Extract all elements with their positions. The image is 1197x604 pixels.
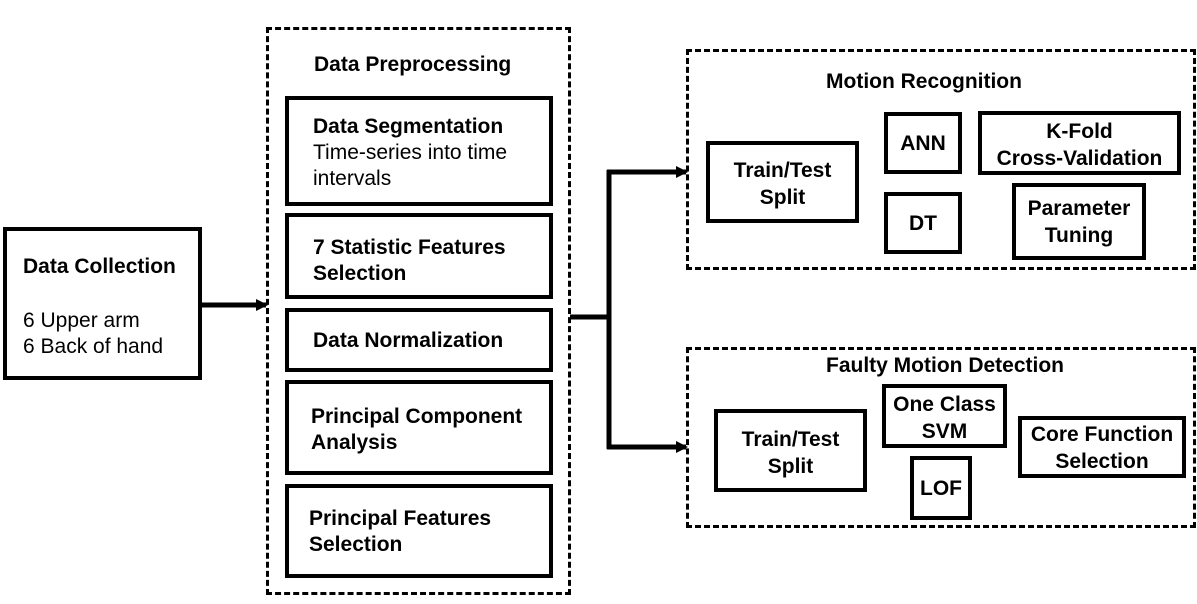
data-preprocessing-title: Data Preprocessing <box>314 53 512 76</box>
lof-label: LOF <box>920 477 962 500</box>
mr-train-test-line2: Split <box>759 186 806 209</box>
data-segmentation-box: Data Segmentation Time-series into time … <box>285 96 553 206</box>
data-normalization-label: Data Normalization <box>313 329 504 352</box>
principal-features-line1: Principal Features <box>309 507 492 530</box>
fd-train-test-line1: Train/Test <box>741 428 840 451</box>
fd-train-test-line2: Split <box>767 455 814 478</box>
data-normalization-box: Data Normalization <box>285 308 553 372</box>
core-function-selection-box: Core Function Selection <box>1018 416 1186 478</box>
ann-box: ANN <box>884 112 962 174</box>
data-collection-box: Data Collection 6 Upper arm 6 Back of ha… <box>3 227 202 380</box>
data-collection-line1: 6 Upper arm <box>23 309 140 332</box>
mr-train-test-split-box: Train/Test Split <box>706 141 859 223</box>
one-class-svm-box: One Class SVM <box>882 384 1007 448</box>
pca-box: Principal Component Analysis <box>285 380 553 475</box>
faulty-motion-detection-title: Faulty Motion Detection <box>826 354 1064 377</box>
data-segmentation-desc-line1: Time-series into time <box>313 141 508 164</box>
pca-line1: Principal Component <box>311 405 523 428</box>
principal-features-box: Principal Features Selection <box>285 484 553 578</box>
core-function-line2: Selection <box>1055 450 1149 473</box>
dt-box: DT <box>884 192 962 254</box>
kfold-box: K-Fold Cross-Validation <box>978 111 1181 175</box>
data-collection-line2: 6 Back of hand <box>23 335 164 358</box>
kfold-line1: K-Fold <box>1046 120 1113 143</box>
lof-box: LOF <box>910 456 972 520</box>
one-class-svm-line2: SVM <box>921 420 968 443</box>
principal-features-line2: Selection <box>309 533 403 556</box>
fd-train-test-split-box: Train/Test Split <box>714 409 867 492</box>
statistic-features-box: 7 Statistic Features Selection <box>285 213 553 299</box>
motion-recognition-group <box>686 49 1196 270</box>
parameter-tuning-line1: Parameter <box>1027 197 1131 220</box>
data-collection-title: Data Collection <box>23 255 176 278</box>
data-preprocessing-group <box>266 27 571 595</box>
data-segmentation-desc-line2: intervals <box>313 167 392 190</box>
faulty-motion-detection-group <box>686 347 1196 528</box>
data-segmentation-title: Data Segmentation <box>313 115 504 138</box>
parameter-tuning-line2: Tuning <box>1044 224 1114 247</box>
motion-recognition-title: Motion Recognition <box>826 70 1022 93</box>
kfold-line2: Cross-Validation <box>996 147 1163 170</box>
statistic-features-line1: 7 Statistic Features <box>313 236 506 259</box>
mr-train-test-line1: Train/Test <box>733 159 832 182</box>
pca-line2: Analysis <box>311 431 398 454</box>
core-function-line1: Core Function <box>1030 423 1174 446</box>
one-class-svm-line1: One Class <box>893 393 996 416</box>
parameter-tuning-box: Parameter Tuning <box>1012 183 1146 260</box>
statistic-features-line2: Selection <box>313 262 407 285</box>
dt-label: DT <box>909 212 937 235</box>
ann-label: ANN <box>900 132 946 155</box>
